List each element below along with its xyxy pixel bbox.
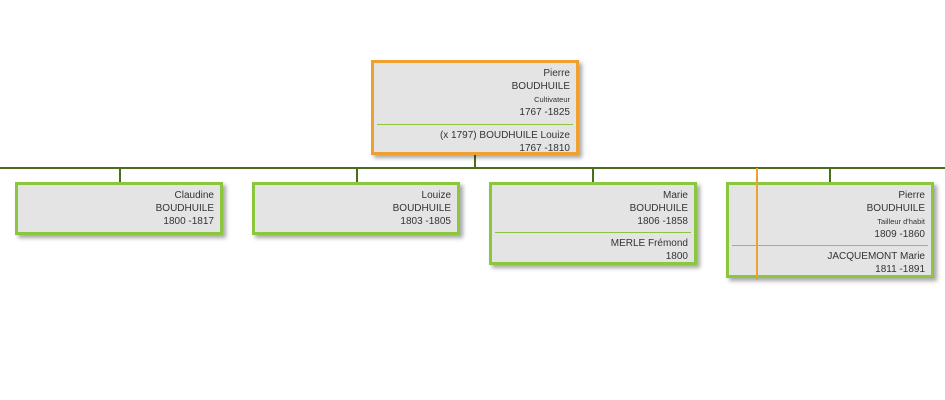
child-connector-1 <box>119 168 121 183</box>
root-first-name: Pierre <box>543 68 570 79</box>
child-dates: 1800 -1817 <box>163 216 214 227</box>
child-spouse-name: MERLE Frémond <box>610 238 688 249</box>
child-first-name: Claudine <box>174 190 214 201</box>
child-last-name: BOUDHUILE <box>629 203 688 214</box>
child-connector-2 <box>356 168 358 183</box>
root-occupation: Cultivateur <box>534 95 570 104</box>
root-person-card[interactable]: Pierre BOUDHUILE Cultivateur 1767 -1825 … <box>371 60 579 155</box>
child-spouse-dates: 1811 -1891 <box>875 264 925 275</box>
root-separator <box>377 124 573 125</box>
root-spouse-line: (x 1797) BOUDHUILE Louize <box>439 130 570 141</box>
child-card-pierre[interactable]: Pierre BOUDHUILE Tailleur d'habit 1809 -… <box>726 182 934 278</box>
child-last-name: BOUDHUILE <box>392 203 451 214</box>
child-first-name: Pierre <box>898 190 925 201</box>
child-first-name: Louize <box>421 190 451 201</box>
child-spouse-dates: 1800 <box>665 251 688 262</box>
root-connector <box>474 154 476 168</box>
child-card-marie[interactable]: Marie BOUDHUILE 1806 -1858 MERLE Frémond… <box>489 182 697 265</box>
child-card-louize[interactable]: Louize BOUDHUILE 1803 -1805 <box>252 182 460 235</box>
child-connector-4 <box>829 168 831 183</box>
sibling-bar <box>0 167 945 169</box>
child-card-claudine[interactable]: Claudine BOUDHUILE 1800 -1817 <box>15 182 223 235</box>
spouse-separator <box>495 232 691 233</box>
root-dates: 1767 -1825 <box>519 107 570 118</box>
root-spouse-dates: 1767 -1810 <box>519 143 570 154</box>
child-last-name: BOUDHUILE <box>866 203 925 214</box>
root-last-name: BOUDHUILE <box>511 81 570 92</box>
child-dates: 1806 -1858 <box>637 216 688 227</box>
child-first-name: Marie <box>662 190 688 201</box>
child-dates: 1809 -1860 <box>874 229 925 240</box>
child-occupation: Tailleur d'habit <box>877 217 925 226</box>
selection-marker-line <box>756 168 758 280</box>
child-last-name: BOUDHUILE <box>155 203 214 214</box>
child-spouse-name: JACQUEMONT Marie <box>827 251 925 262</box>
child-connector-3 <box>592 168 594 183</box>
child-dates: 1803 -1805 <box>400 216 451 227</box>
spouse-separator <box>732 245 928 246</box>
